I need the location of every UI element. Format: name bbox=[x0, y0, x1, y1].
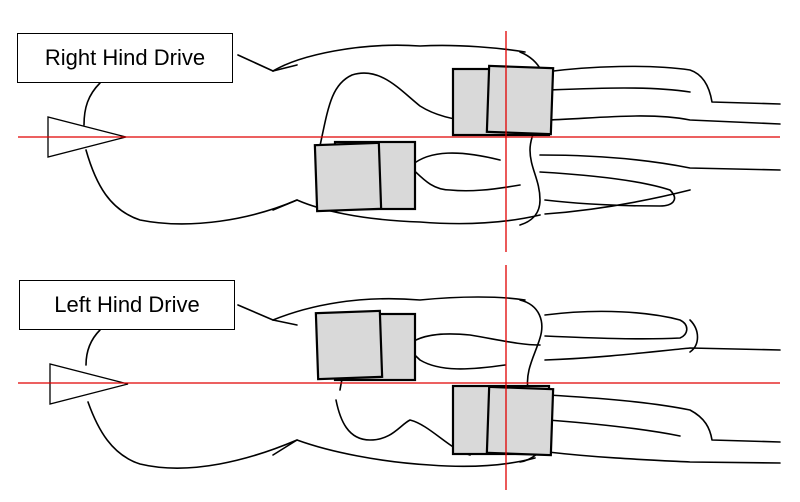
panel-left-hind-drive bbox=[18, 265, 781, 490]
hoof-right-fore-front bbox=[485, 64, 555, 136]
left-ear bbox=[237, 304, 274, 321]
upper-leg-top bbox=[544, 310, 688, 340]
head-outline-top bbox=[83, 82, 101, 126]
lower-leg-bottom bbox=[544, 189, 691, 215]
upper-leg-top bbox=[544, 65, 781, 105]
upper-leg-outer bbox=[689, 319, 699, 353]
upper-leg-inner bbox=[547, 87, 691, 93]
head-outline-top bbox=[85, 329, 101, 366]
lower-leg-bottom bbox=[547, 451, 781, 464]
lower-leg-top bbox=[547, 394, 781, 443]
head-triangle bbox=[49, 363, 129, 405]
hoof-left-hind-front bbox=[313, 141, 383, 213]
body-loop-lower bbox=[335, 399, 471, 456]
neck-bottom bbox=[272, 439, 536, 468]
lower-leg-inner bbox=[547, 419, 681, 437]
neck-top bbox=[272, 44, 526, 72]
hoof-left-fore-front bbox=[485, 385, 555, 457]
upper-leg-bottom bbox=[544, 347, 781, 361]
panel-label-left-hind-drive: Left Hind Drive bbox=[19, 280, 235, 330]
left-ear bbox=[237, 54, 274, 72]
right-ear bbox=[272, 319, 298, 326]
panel-label-right-hind-drive: Right Hind Drive bbox=[17, 33, 233, 83]
lower-leg-inner bbox=[539, 171, 676, 207]
head-outline-bottom bbox=[85, 149, 298, 225]
hooves bbox=[313, 64, 555, 213]
hooves bbox=[314, 309, 555, 457]
hoof-right-hind-front bbox=[314, 309, 384, 381]
right-ear bbox=[272, 64, 298, 72]
upper-leg-bottom bbox=[547, 115, 781, 125]
inner-loop bbox=[407, 333, 541, 346]
head-outline-bottom bbox=[87, 401, 298, 469]
panel-right-hind-drive bbox=[18, 31, 781, 252]
inner-loop bbox=[407, 164, 521, 192]
neck-top bbox=[272, 296, 526, 321]
lower-leg-top bbox=[539, 154, 781, 171]
